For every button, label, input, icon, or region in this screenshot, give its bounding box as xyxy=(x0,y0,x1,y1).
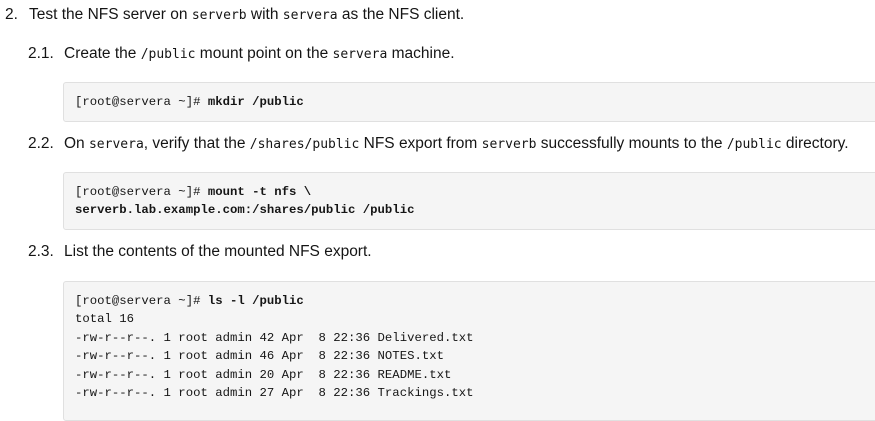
inline-code-host: servera xyxy=(332,47,388,62)
step-text: Test the NFS server on xyxy=(29,6,192,23)
step-text: , verify that the xyxy=(143,135,250,152)
step-text: mount point on the xyxy=(195,45,333,62)
step-2-3-instruction: 2.3. List the contents of the mounted NFS… xyxy=(28,242,372,262)
step-text: List the contents of the mounted NFS exp… xyxy=(64,243,372,260)
step-text: directory. xyxy=(781,135,849,152)
output-line: total 16 xyxy=(75,312,135,327)
inline-code-host: serverb xyxy=(481,137,537,152)
step-text: On xyxy=(64,135,89,152)
step-text: with xyxy=(246,6,283,23)
shell-prompt: [root@servera ~]# xyxy=(75,95,208,109)
shell-command: mount -t nfs \ xyxy=(207,185,312,199)
shell-command: mkdir /public xyxy=(207,95,304,109)
code-line: [root@servera ~]# mount -t nfs \ xyxy=(75,183,875,201)
shell-prompt: [root@servera ~]# xyxy=(75,185,208,199)
output-line: -rw-r--r--. 1 root admin 27 Apr 8 22:36 … xyxy=(75,386,474,401)
step-text: machine. xyxy=(387,45,455,62)
code-block-ls[interactable]: [root@servera ~]# ls -l /public total 16… xyxy=(63,281,875,421)
inline-code-path: /public xyxy=(140,47,196,62)
inline-code-host: serverb xyxy=(191,8,247,23)
shell-command: ls -l /public xyxy=(207,294,304,308)
step-text: Create the xyxy=(64,45,141,62)
step-number: 2. xyxy=(5,6,18,23)
step-number: 2.1. xyxy=(28,45,54,62)
step-text: as the NFS client. xyxy=(337,6,465,23)
output-line: -rw-r--r--. 1 root admin 42 Apr 8 22:36 … xyxy=(75,330,474,345)
inline-code-path: /shares/public xyxy=(249,137,360,152)
code-line: [root@servera ~]# ls -l /public xyxy=(75,292,875,310)
output-line: -rw-r--r--. 1 root admin 20 Apr 8 22:36 … xyxy=(75,367,452,382)
step-2-1-instruction: 2.1. Create the /public mount point on th… xyxy=(28,44,455,65)
step-text: successfully mounts to the xyxy=(536,135,727,152)
step-number: 2.2. xyxy=(28,135,54,152)
code-line: [root@servera ~]# mkdir /public xyxy=(75,93,875,111)
code-block-mount[interactable]: [root@servera ~]# mount -t nfs \ serverb… xyxy=(63,172,875,230)
code-line: serverb.lab.example.com:/shares/public /… xyxy=(75,201,875,219)
inline-code-host: servera xyxy=(282,8,338,23)
output-line: -rw-r--r--. 1 root admin 46 Apr 8 22:36 … xyxy=(75,349,444,364)
step-text: NFS export from xyxy=(359,135,482,152)
inline-code-path: /public xyxy=(726,137,782,152)
shell-prompt: [root@servera ~]# xyxy=(75,294,208,308)
step-2-2-instruction: 2.2. On servera, verify that the /shares/… xyxy=(28,134,849,155)
step-2-instruction: 2. Test the NFS server on serverb with se… xyxy=(5,5,464,26)
code-block-mkdir[interactable]: [root@servera ~]# mkdir /public xyxy=(63,82,875,122)
shell-command: serverb.lab.example.com:/shares/public /… xyxy=(75,203,415,218)
step-number: 2.3. xyxy=(28,243,54,260)
inline-code-host: servera xyxy=(88,137,144,152)
